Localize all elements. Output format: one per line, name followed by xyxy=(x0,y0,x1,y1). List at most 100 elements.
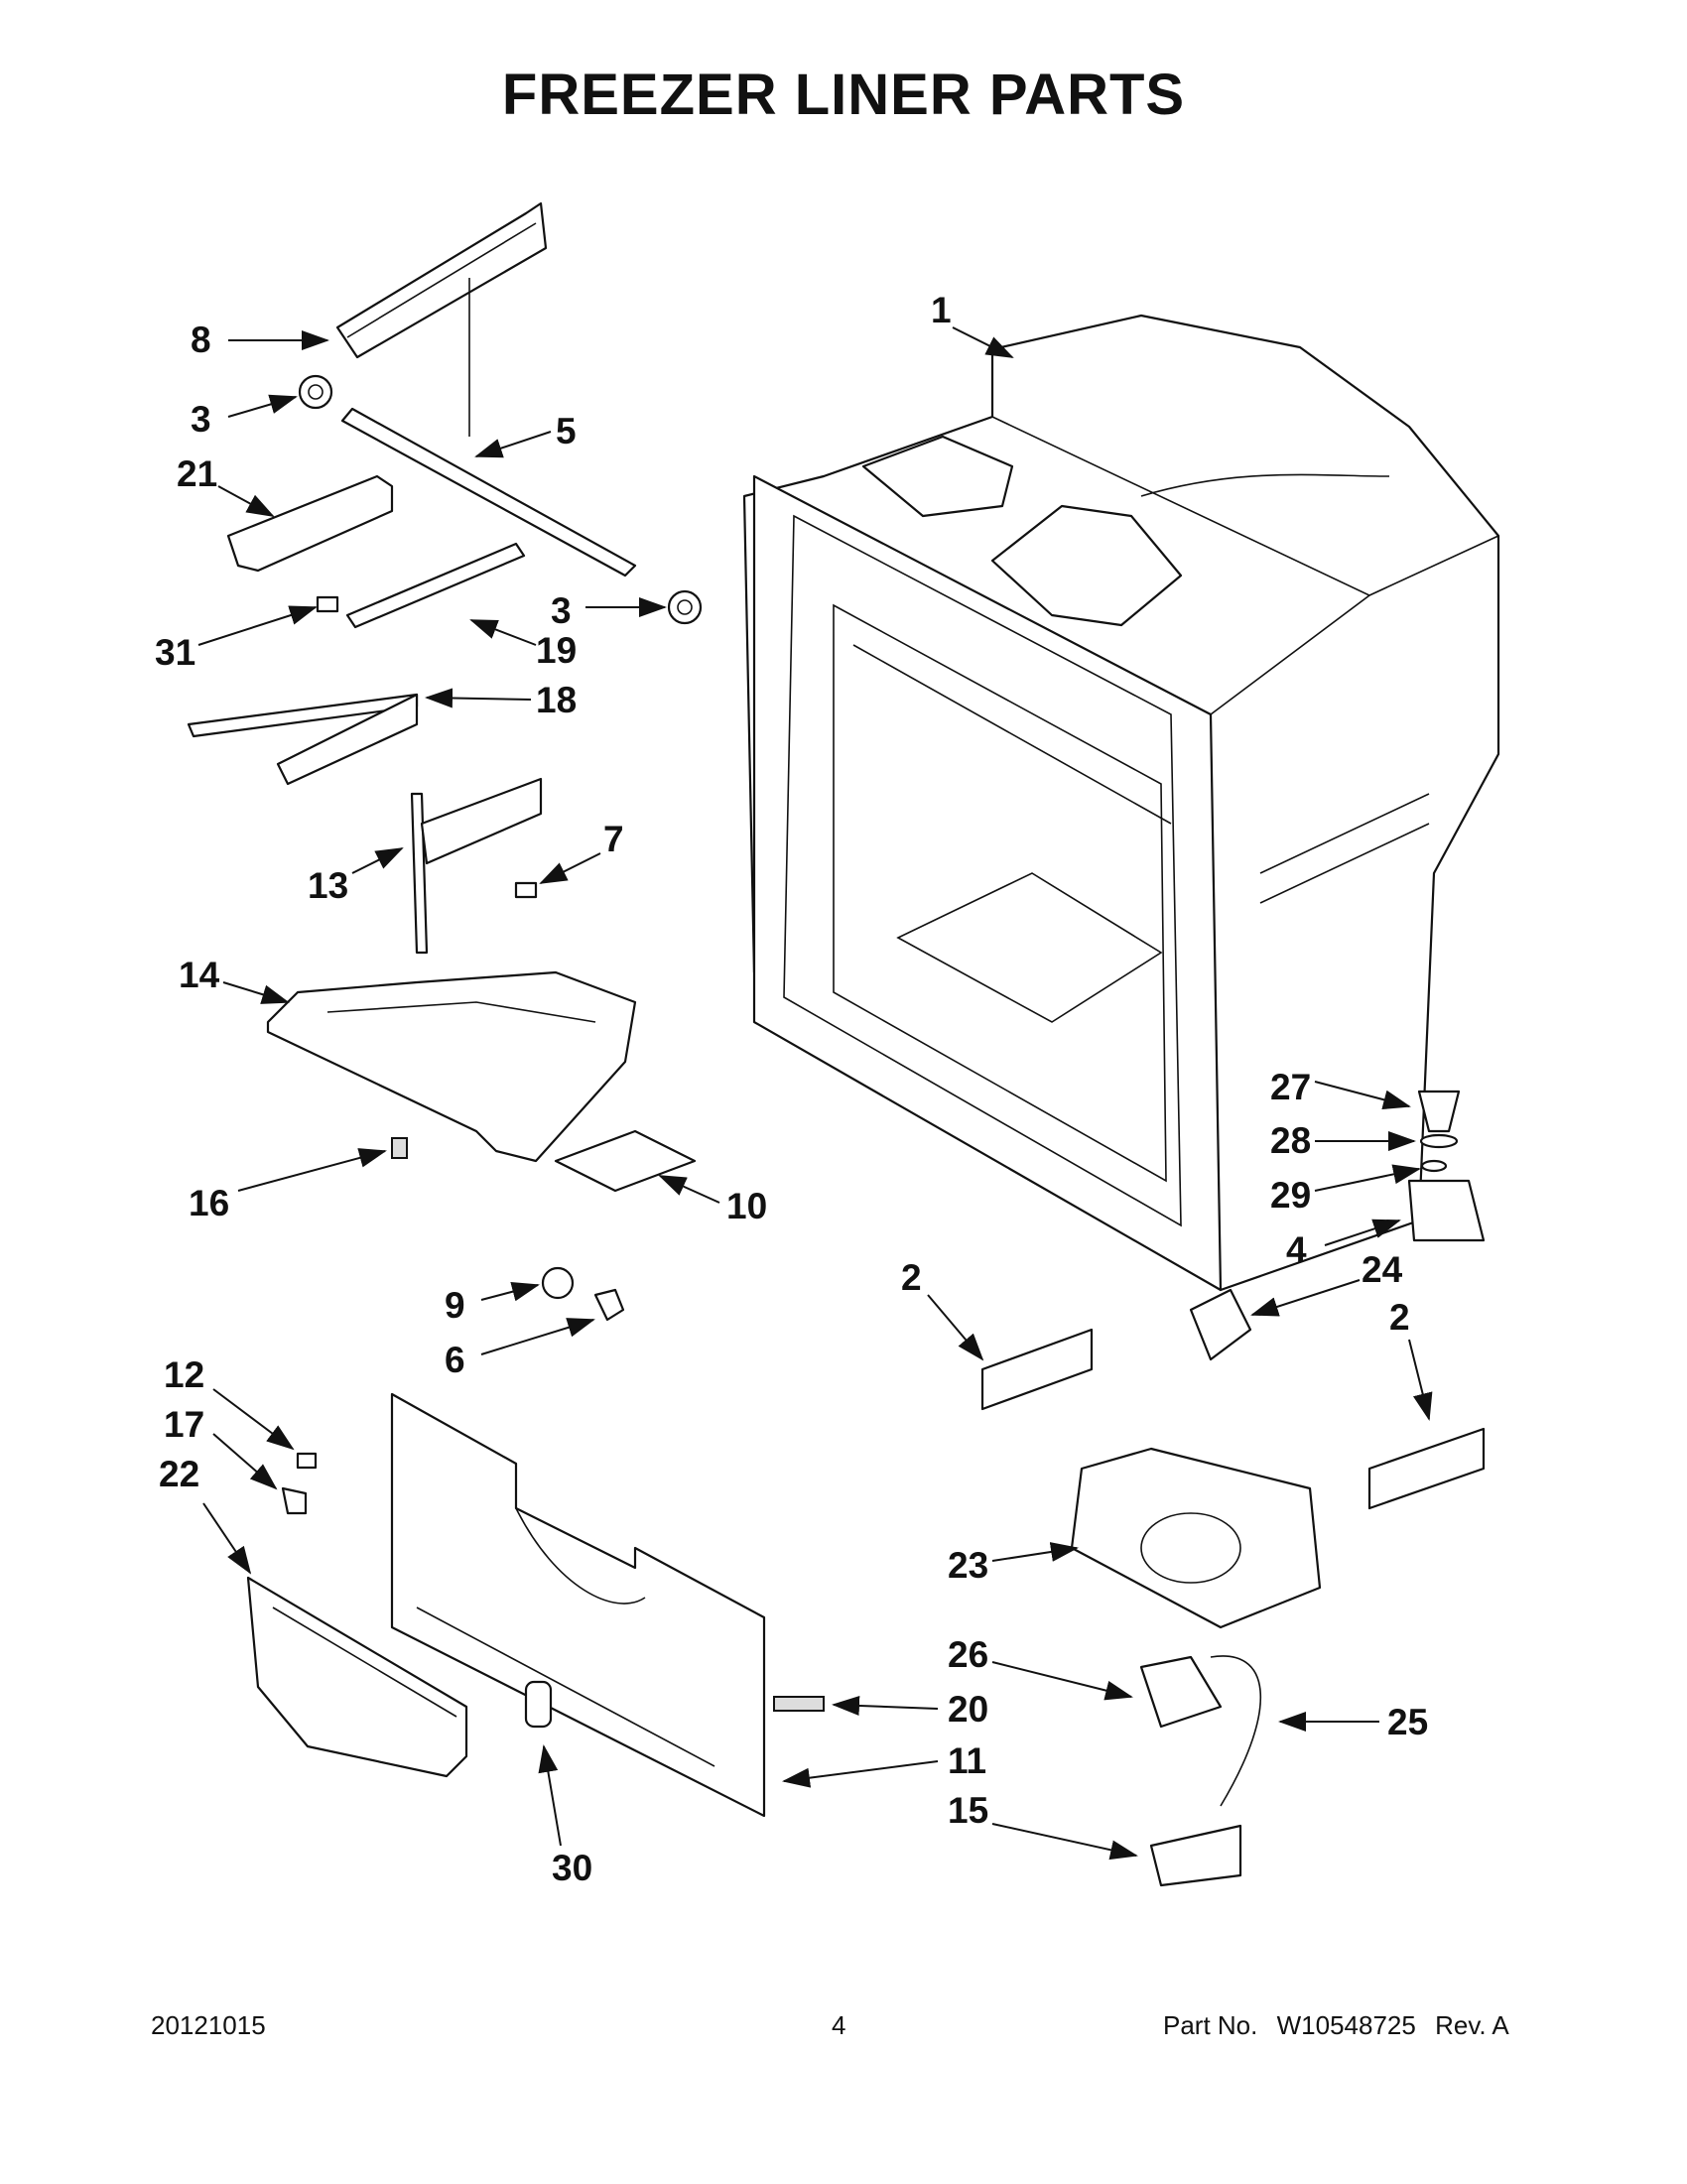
part-rail-cover xyxy=(335,201,548,359)
callout-4: 4 xyxy=(1286,1219,1401,1270)
part-screw-12 xyxy=(296,1452,318,1470)
svg-text:3: 3 xyxy=(551,590,572,631)
callout-25: 25 xyxy=(1278,1702,1428,1742)
svg-text:20: 20 xyxy=(948,1689,988,1730)
svg-text:24: 24 xyxy=(1362,1249,1403,1290)
part-thermistor-17 xyxy=(281,1486,308,1515)
callout-6: 6 xyxy=(445,1318,595,1380)
svg-text:8: 8 xyxy=(191,320,211,360)
svg-text:2: 2 xyxy=(901,1257,922,1298)
callout-12: 12 xyxy=(164,1354,295,1451)
callout-14: 14 xyxy=(179,955,290,1004)
part-light-socket xyxy=(593,1288,625,1322)
svg-text:15: 15 xyxy=(948,1790,988,1831)
svg-text:29: 29 xyxy=(1270,1175,1311,1216)
part-fan-motor-26 xyxy=(1139,1655,1223,1729)
svg-text:2: 2 xyxy=(1389,1297,1410,1338)
callout-23: 23 xyxy=(948,1542,1079,1586)
callout-28: 28 xyxy=(1270,1120,1416,1161)
part-fan-blade-24 xyxy=(1189,1288,1252,1361)
part-knob-30 xyxy=(524,1680,553,1729)
svg-text:21: 21 xyxy=(177,453,217,494)
part-cup-27 xyxy=(1417,1090,1461,1133)
part-screw-7 xyxy=(514,881,538,899)
callout-3-top: 3 xyxy=(191,394,298,440)
part-rear-panel xyxy=(390,1392,766,1818)
callout-8: 8 xyxy=(191,320,329,360)
svg-text:1: 1 xyxy=(931,290,952,330)
callout-3-right: 3 xyxy=(551,590,667,631)
svg-text:23: 23 xyxy=(948,1545,988,1586)
callout-11: 11 xyxy=(782,1740,986,1788)
svg-text:28: 28 xyxy=(1270,1120,1311,1161)
part-foam-10 xyxy=(554,1129,697,1193)
callout-18: 18 xyxy=(425,680,577,720)
svg-text:10: 10 xyxy=(726,1186,767,1226)
footer-part-label: Part No. xyxy=(1163,2010,1258,2040)
callout-1: 1 xyxy=(931,290,1014,358)
svg-text:11: 11 xyxy=(948,1740,986,1781)
callout-27: 27 xyxy=(1270,1067,1411,1110)
part-light-bulb xyxy=(541,1266,575,1300)
svg-text:9: 9 xyxy=(445,1285,465,1326)
svg-text:30: 30 xyxy=(552,1848,592,1888)
part-fan-shroud-23 xyxy=(1070,1447,1322,1629)
callout-17: 17 xyxy=(164,1404,278,1490)
svg-text:26: 26 xyxy=(948,1634,988,1675)
part-slide-bracket xyxy=(226,474,394,573)
callout-20: 20 xyxy=(832,1689,988,1730)
callout-19: 19 xyxy=(469,619,577,671)
part-bracket-15 xyxy=(1149,1824,1242,1887)
svg-text:17: 17 xyxy=(164,1404,204,1445)
svg-text:6: 6 xyxy=(445,1340,465,1380)
part-clip-16 xyxy=(391,1137,408,1159)
callout-24: 24 xyxy=(1250,1249,1403,1317)
callout-5: 5 xyxy=(474,411,577,458)
part-ice-chute-housing xyxy=(266,970,637,1163)
svg-text:16: 16 xyxy=(189,1183,229,1223)
footer-date-code: 20121015 xyxy=(151,2010,266,2040)
part-screw-31 xyxy=(316,595,339,613)
page-title: FREEZER LINER PARTS xyxy=(501,63,1186,127)
part-gear-top xyxy=(298,374,333,410)
callout-9: 9 xyxy=(445,1281,540,1326)
callout-2-right: 2 xyxy=(1389,1297,1433,1421)
part-washer-29 xyxy=(1420,1159,1448,1173)
part-foam-pad-right xyxy=(1367,1427,1486,1510)
svg-text:7: 7 xyxy=(603,819,624,859)
part-wire-harness-25 xyxy=(1210,1655,1262,1807)
callout-16: 16 xyxy=(189,1148,387,1223)
callout-15: 15 xyxy=(948,1790,1138,1861)
svg-text:31: 31 xyxy=(155,632,195,673)
callouts: 1 2 2 3 3 4 5 6 xyxy=(155,290,1433,1888)
callout-31: 31 xyxy=(155,605,318,673)
callout-22: 22 xyxy=(159,1454,252,1575)
callout-7: 7 xyxy=(539,819,624,884)
footer-revision: Rev. A xyxy=(1435,2010,1509,2040)
callout-30: 30 xyxy=(538,1744,592,1888)
callout-13: 13 xyxy=(308,847,404,906)
callout-29: 29 xyxy=(1270,1164,1421,1216)
svg-text:22: 22 xyxy=(159,1454,199,1494)
svg-text:27: 27 xyxy=(1270,1067,1311,1107)
part-foam-pad-left xyxy=(980,1328,1094,1411)
part-mounting-bracket xyxy=(410,777,543,955)
part-gear-right xyxy=(667,589,703,625)
svg-text:13: 13 xyxy=(308,865,348,906)
svg-text:14: 14 xyxy=(179,955,220,995)
svg-text:18: 18 xyxy=(536,680,577,720)
part-slide-rail-upper xyxy=(345,542,526,629)
part-freezer-liner xyxy=(742,314,1500,1292)
callout-2-left: 2 xyxy=(901,1257,984,1361)
callout-26: 26 xyxy=(948,1634,1133,1701)
svg-text:5: 5 xyxy=(556,411,577,451)
svg-text:4: 4 xyxy=(1286,1229,1307,1270)
part-ring-28 xyxy=(1419,1133,1459,1149)
svg-text:19: 19 xyxy=(536,630,577,671)
svg-text:3: 3 xyxy=(191,399,211,440)
part-grille-22 xyxy=(246,1576,468,1778)
svg-text:25: 25 xyxy=(1387,1702,1428,1742)
callout-21: 21 xyxy=(177,453,275,517)
footer-part-number: Part No. W10548725 Rev. A xyxy=(1163,2010,1521,2041)
